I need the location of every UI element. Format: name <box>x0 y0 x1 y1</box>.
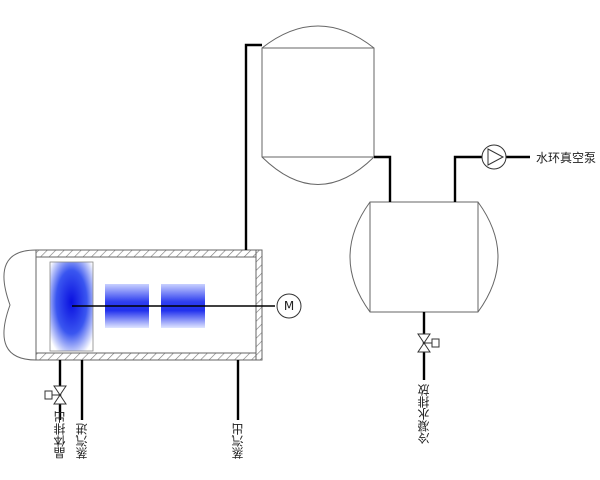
vacuum-pump-label: 水环真空泵 <box>536 151 596 165</box>
crystal-discharge-label: 晶体排出 <box>53 411 67 459</box>
vessel-right-wall <box>255 249 263 361</box>
steam-out-label: 蒸汽出 <box>231 423 245 459</box>
vapor-line <box>244 43 262 250</box>
upper-tank <box>261 25 375 185</box>
vessel-top-wall <box>35 249 263 258</box>
vacuum-line <box>453 155 482 202</box>
vessel-bottom-wall <box>35 352 263 361</box>
valve-icon <box>417 333 440 353</box>
crystallizer-vessel <box>3 249 263 361</box>
motor-icon: M <box>276 293 302 319</box>
steam-in-label: 蒸汽进 <box>75 423 89 459</box>
condensate-discharge-label: 冷凝水排放 <box>417 384 431 444</box>
pump-icon <box>481 144 507 170</box>
separator-tank <box>349 201 499 313</box>
crystal-valve-icon <box>44 385 67 405</box>
motor-label: M <box>284 299 294 313</box>
tank-transfer-line <box>374 155 392 202</box>
